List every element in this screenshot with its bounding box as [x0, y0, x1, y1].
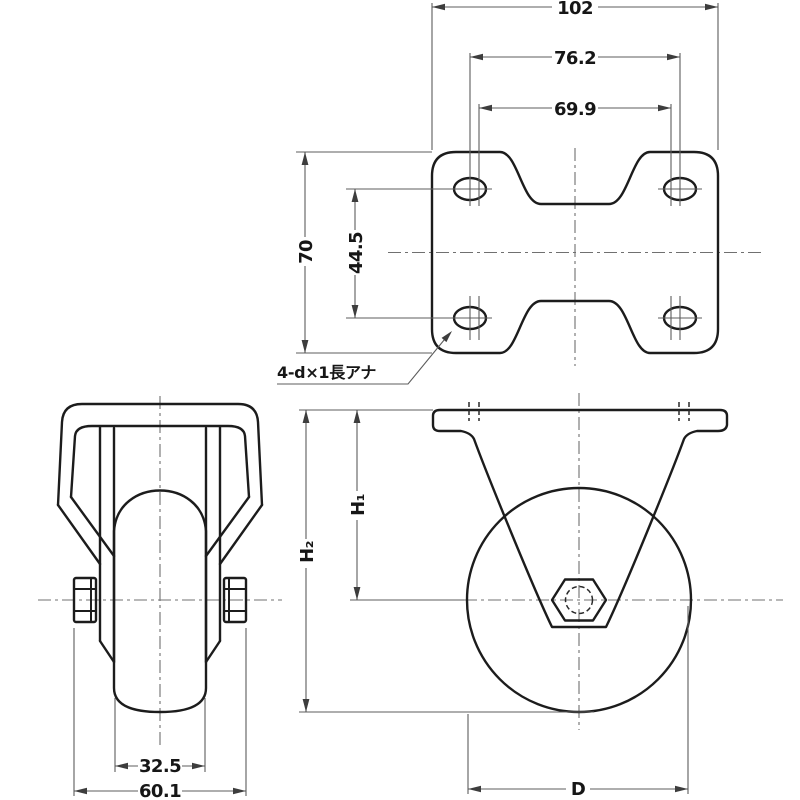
top-plate-view: 102 76.2 69.9 70: [277, 0, 763, 385]
dimension-70: 70: [296, 151, 432, 354]
dimension-h1: H₁: [348, 410, 369, 600]
dim-h1-label: H₁: [348, 494, 369, 516]
front-view: H₁ H₂ D: [297, 393, 783, 800]
fork-bracket-front: [431, 408, 729, 629]
side-view-centerlines: [38, 396, 282, 746]
dim-70-label: 70: [296, 240, 317, 264]
dimension-76-2: 76.2: [470, 48, 680, 69]
hole-crosshairs: [346, 53, 702, 340]
reference-lines: [299, 409, 594, 713]
top-view-centerlines: [388, 148, 763, 366]
dim-32-5-label: 32.5: [139, 756, 181, 777]
plate-slot-ticks: [468, 402, 690, 421]
dim-h2-label: H₂: [297, 541, 318, 563]
dimension-69-9: 69.9: [479, 99, 671, 120]
dimension-32-5: 32.5: [114, 698, 206, 777]
slot-note-label: 4-d×1長アナ: [277, 363, 376, 382]
front-view-centerlines: [464, 393, 783, 730]
plate-outline: [430, 150, 720, 355]
dimension-60-1: 60.1: [73, 628, 247, 800]
axle-hex-nut: [550, 578, 608, 622]
dimension-44-5: 44.5: [346, 189, 367, 318]
dim-44-5-label: 44.5: [346, 232, 367, 274]
side-view: 32.5 60.1: [38, 396, 282, 800]
dim-76-2-label: 76.2: [554, 48, 596, 69]
fork-bracket-side: [56, 402, 264, 664]
dim-69-9-label: 69.9: [554, 99, 596, 120]
dim-102-label: 102: [557, 0, 593, 19]
wheel-side: [112, 489, 208, 714]
dim-d-label: D: [571, 779, 585, 800]
axle-nut-right: [222, 576, 248, 624]
axle-nuts: [72, 576, 248, 624]
dimension-h2: H₂: [297, 410, 318, 712]
dimension-d: D: [467, 606, 689, 800]
dim-60-1-label: 60.1: [139, 781, 181, 800]
axle-nut-left: [72, 576, 98, 624]
dimension-102: 102: [431, 0, 719, 150]
slot-note: 4-d×1長アナ: [277, 331, 452, 385]
